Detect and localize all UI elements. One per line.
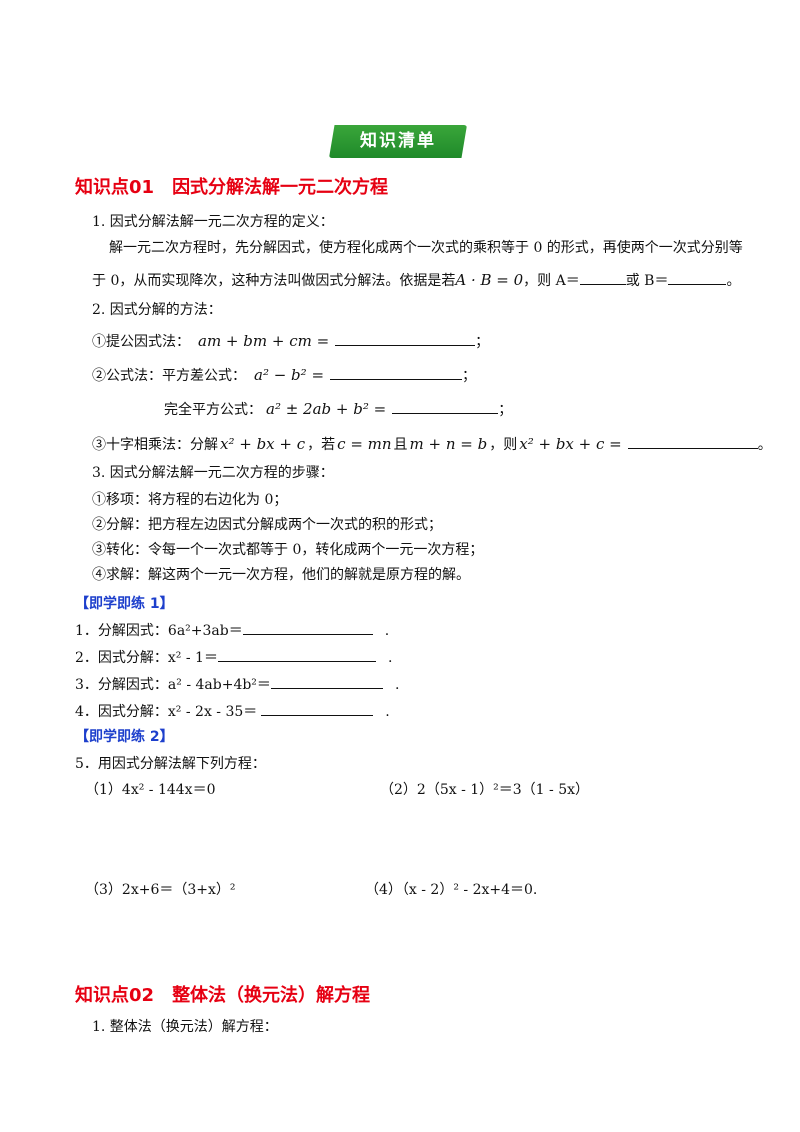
drill-1-question-3: 3．分解因式：a² - 4ab+4b²＝. — [75, 674, 399, 695]
section1-title: 知识点01 因式分解法解一元二次方程 — [75, 176, 388, 200]
drill-1-blank-4[interactable] — [261, 701, 374, 716]
section1-title-text: 因式分解法解一元二次方程 — [172, 177, 389, 198]
perfect-square-blank[interactable] — [392, 399, 499, 414]
section2-label: 1. 整体法（换元法）解方程： — [92, 1019, 278, 1035]
section2-title-text: 整体法（换元法）解方程 — [172, 985, 371, 1006]
step-4: ④求解：解这两个一元一次方程，他们的解就是原方程的解。 — [92, 567, 470, 583]
equation-2: （2）2（5x - 1）²＝3（1 - 5x） — [380, 782, 590, 798]
drill-1-question-4: 4．因式分解：x² - 2x - 35＝. — [75, 701, 390, 722]
knowledge-list-badge: 知识清单 — [329, 125, 467, 158]
drill-1-question-1: 1．分解因式：6a²+3ab＝. — [75, 620, 389, 641]
answer-blank-b[interactable] — [668, 270, 727, 285]
drill-2-title: 【即学即练 2】 — [75, 729, 174, 745]
step-1: ①移项：将方程的右边化为 0； — [92, 492, 288, 508]
method-difference-of-squares: ②公式法：平方差公式：a² − b² =； — [92, 365, 477, 384]
drill-1-title: 【即学即练 1】 — [75, 596, 174, 612]
common-factor-blank[interactable] — [335, 331, 476, 346]
equation-3: （3）2x+6＝（3+x）² — [85, 882, 236, 898]
difference-squares-blank[interactable] — [330, 365, 463, 380]
drill-1-blank-2[interactable] — [217, 647, 376, 662]
step-3: ③转化：令每一个一次式都等于 0，转化成两个一元一次方程； — [92, 542, 484, 558]
definition-line-1: 解一元二次方程时，先分解因式，使方程化成两个一次式的乘积等于 0 的形式，再使两… — [109, 240, 743, 256]
method-common-factor: ①提公因式法：am + bm + cm =； — [92, 331, 490, 350]
definition-line-2: 于 0，从而实现降次，这种方法叫做因式分解法。依据是若A · B = 0，则 A… — [92, 270, 741, 289]
drill-1-blank-1[interactable] — [242, 620, 373, 635]
answer-blank-a[interactable] — [579, 270, 626, 285]
drill-1-question-2: 2．因式分解：x² - 1＝. — [75, 647, 392, 668]
drill-1-blank-3[interactable] — [270, 674, 383, 689]
section2-title-number: 知识点02 — [75, 985, 155, 1006]
section2-title: 知识点02 整体法（换元法）解方程 — [75, 984, 370, 1008]
product-zero-formula: A · B = 0 — [455, 271, 524, 289]
methods-label: 2. 因式分解的方法： — [92, 302, 222, 318]
definition-label: 1. 因式分解法解一元二次方程的定义： — [92, 214, 334, 230]
section1-title-number: 知识点01 — [75, 177, 155, 198]
cross-multiplication-blank[interactable] — [627, 434, 758, 449]
method-perfect-square: 完全平方公式：a² ± 2ab + b² =； — [164, 399, 513, 418]
steps-label: 3. 因式分解法解一元二次方程的步骤： — [92, 465, 334, 481]
equation-1: （1）4x² - 144x＝0 — [85, 782, 216, 798]
equation-4: （4）（x - 2）² - 2x+4＝0. — [365, 882, 538, 898]
drill-2-question-5: 5．用因式分解法解下列方程： — [75, 756, 266, 772]
step-2: ②分解：把方程左边因式分解成两个一次式的积的形式； — [92, 517, 442, 533]
